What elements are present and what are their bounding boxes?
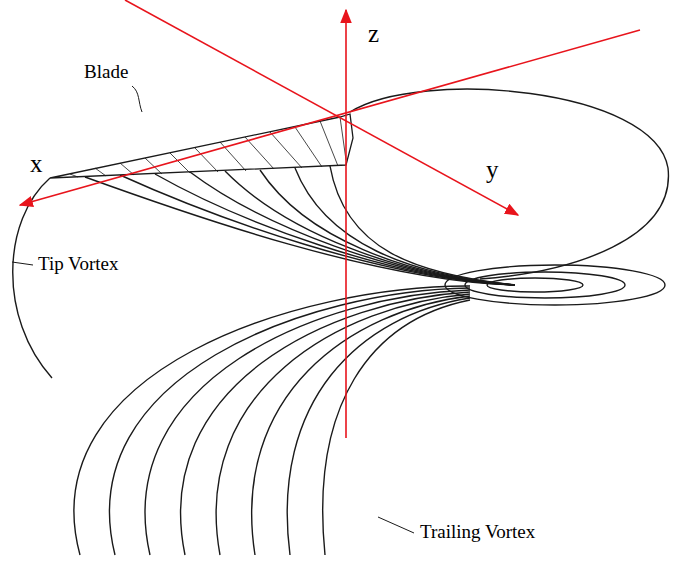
leader-line: [12, 262, 33, 265]
trailing-vortex-curve: [85, 177, 515, 285]
trailing-vortex-curve: [260, 170, 515, 285]
spiral-ring: [465, 272, 625, 298]
trailing-vortex-curve: [323, 300, 470, 555]
trailing-vortex-curve: [190, 172, 515, 285]
trailing-vortex-curve: [155, 174, 515, 285]
trailing-vortex-curve: [287, 298, 470, 555]
leader-line: [378, 517, 414, 533]
y-axis: [125, 0, 518, 215]
coordinate-axes: [20, 0, 640, 438]
axis-label: z: [368, 20, 379, 48]
trailing-vortex-curve: [120, 175, 515, 285]
tip-vortex-curve: [13, 178, 52, 378]
leader-line: [132, 86, 142, 112]
trailing-vortex-curve: [181, 292, 470, 555]
trailing-vortex-curve: [145, 290, 470, 555]
axis-label: x: [30, 150, 43, 178]
part-label: Trailing Vortex: [420, 522, 535, 543]
trailing-vortex-curve: [295, 168, 515, 285]
part-label: Blade: [84, 62, 128, 83]
part-label: Tip Vortex: [38, 254, 118, 275]
trailing-vortex-curve: [74, 286, 470, 555]
trailing-vortex-curve: [216, 294, 470, 555]
trailing-vortex-curve: [109, 288, 470, 555]
vortex-lines: [13, 89, 669, 555]
z-axis: [345, 10, 347, 438]
axis-label: y: [486, 156, 499, 184]
trailing-vortex-curve: [330, 166, 515, 285]
x-axis: [20, 30, 640, 205]
leader-lines: [12, 86, 414, 533]
spiral-ring: [445, 265, 665, 305]
trailing-vortex-curve: [225, 171, 515, 285]
trailing-vortex-curve: [252, 296, 470, 555]
tip-vortex-curve: [350, 89, 668, 279]
